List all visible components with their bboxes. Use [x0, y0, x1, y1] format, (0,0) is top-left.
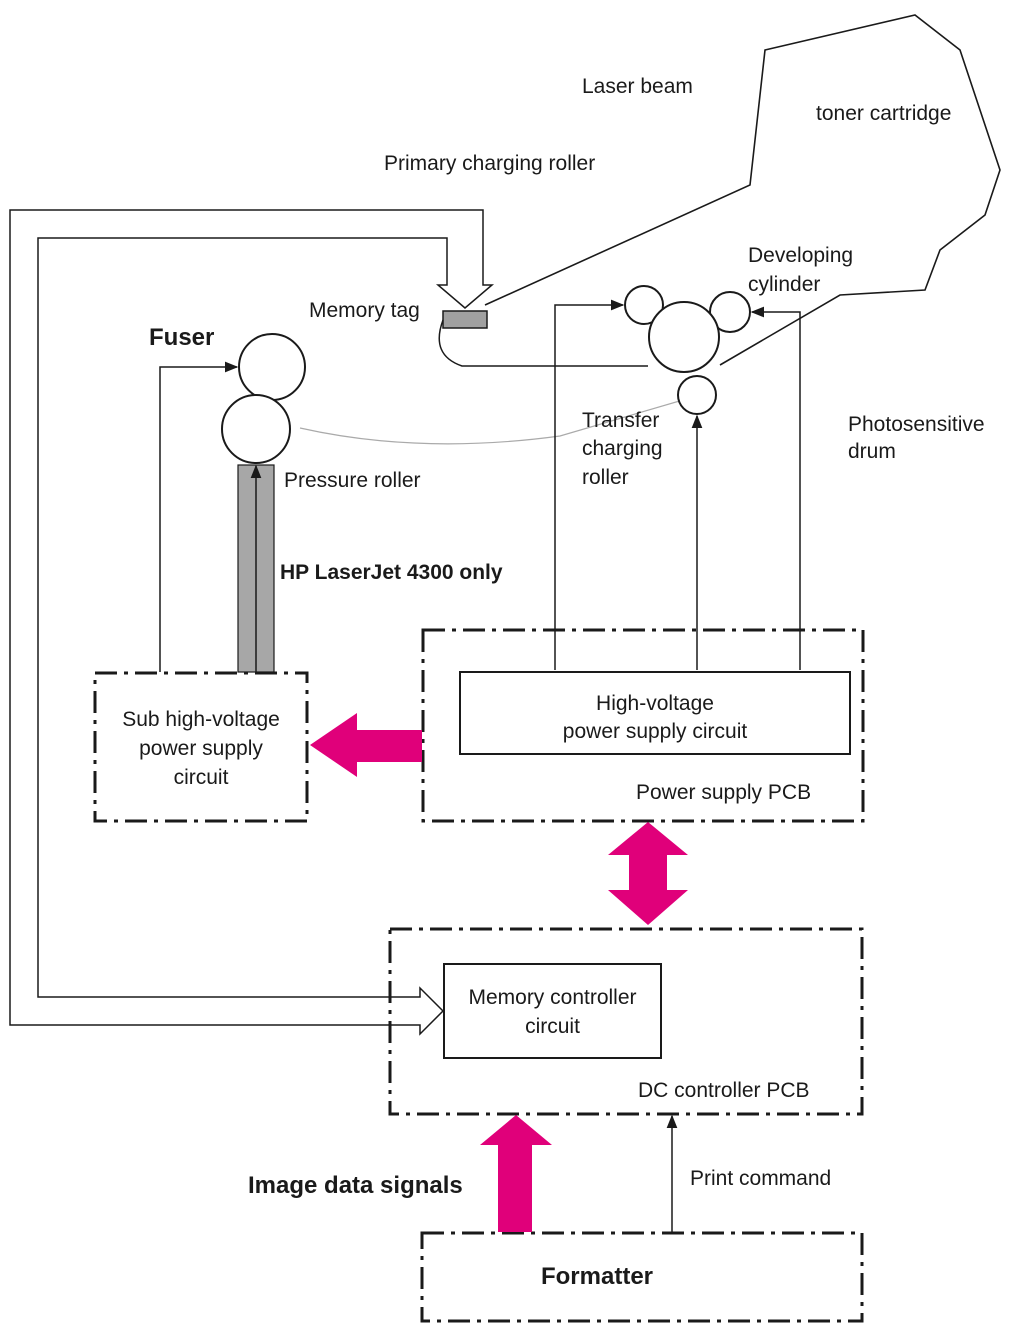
developing-cylinder [709, 291, 751, 333]
feed-fuser [159, 361, 239, 672]
toner-cartridge-outline [484, 14, 1001, 366]
formatter-box [420, 1231, 864, 1323]
photosensitive-label-1: Photosensitive [848, 413, 985, 436]
pressure-roller-label: Pressure roller [284, 469, 421, 492]
transfer-charging-roller [677, 375, 717, 415]
laser-beam-label: Laser beam [582, 75, 693, 98]
psu-to-sub-hv-arrow [310, 713, 422, 777]
primary-charging-roller-label: Primary charging roller [384, 152, 596, 175]
hv-circuit-box [459, 671, 851, 755]
image-data-arrow [480, 1115, 552, 1232]
memory-controller-label-2: circuit [525, 1015, 580, 1038]
photosensitive-drum [648, 301, 720, 373]
transfer-label-3: roller [582, 466, 629, 489]
memory-tag [442, 310, 488, 329]
fuser-roller [238, 333, 306, 401]
memory-controller-label-1: Memory controller [468, 986, 637, 1009]
hv-circuit-label-2: power supply circuit [562, 720, 748, 743]
memory-bus-arrow [9, 209, 495, 1036]
transfer-label-2: charging [582, 437, 663, 460]
formatter-label: Formatter [540, 1263, 654, 1290]
memory-controller-box [443, 963, 662, 1059]
memory-tag-label: Memory tag [309, 299, 420, 322]
print-command-label: Print command [690, 1167, 832, 1190]
sub-hv-box [93, 671, 309, 823]
pressure-roller [221, 394, 291, 464]
hv-circuit-label-1: High-voltage [596, 692, 714, 715]
image-data-signals-label: Image data signals [248, 1172, 463, 1199]
sub-hv-label-3: circuit [173, 766, 229, 789]
developing-cylinder-label-2: cylinder [748, 273, 821, 296]
hp-4300-only-label: HP LaserJet 4300 only [280, 561, 503, 584]
power-supply-pcb-label: Power supply PCB [636, 781, 812, 804]
feed-developing [750, 306, 801, 670]
developing-cylinder-label-1: Developing [748, 244, 854, 267]
sub-hv-label-1: Sub high-voltage [122, 708, 280, 731]
psu-dc-double-arrow [608, 822, 688, 925]
toner-cartridge-label: toner cartridge [816, 102, 952, 125]
transfer-label-1: Transfer [582, 409, 660, 432]
feed-primary-charging [554, 299, 625, 670]
sub-hv-label-2: power supply [139, 737, 263, 760]
paper-path [299, 394, 701, 445]
fuser-label: Fuser [149, 324, 215, 351]
power-supply-pcb-box [421, 628, 865, 823]
dc-controller-pcb-label: DC controller PCB [638, 1079, 810, 1102]
memory-tag-lead [438, 319, 648, 367]
primary-charging-roller [624, 285, 664, 325]
dc-controller-pcb-box [388, 927, 864, 1116]
photosensitive-label-2: drum [848, 440, 896, 463]
